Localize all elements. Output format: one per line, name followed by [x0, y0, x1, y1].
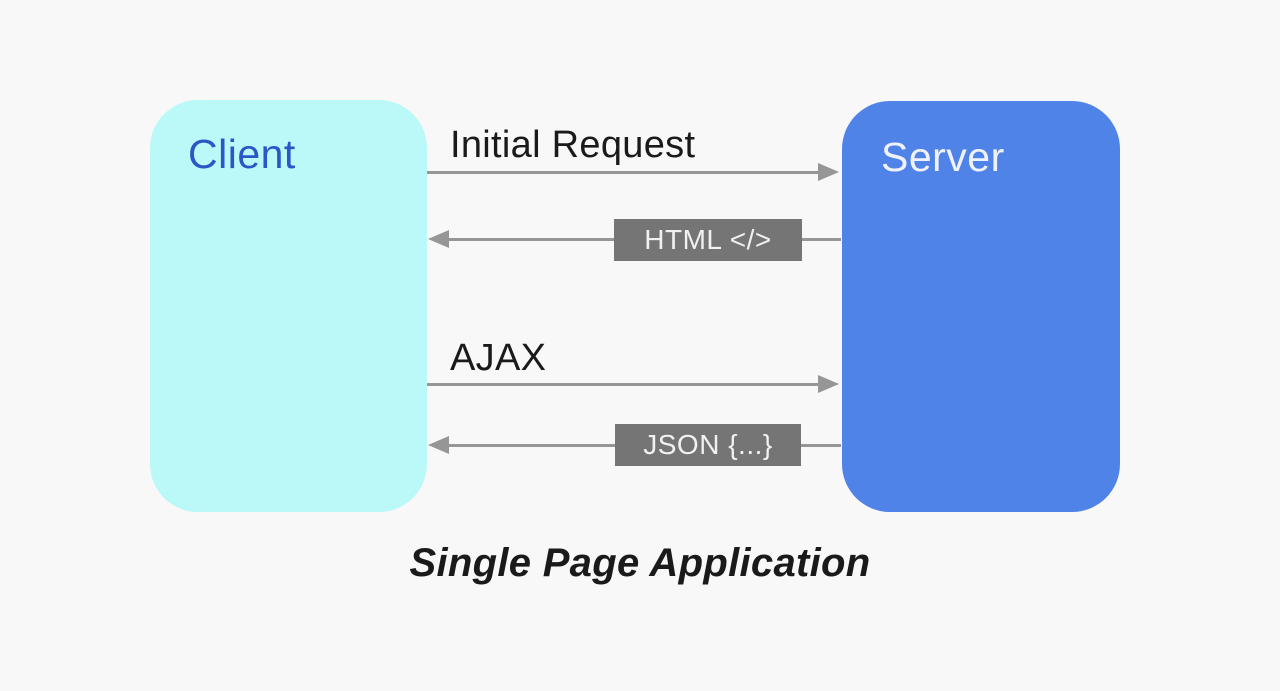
ajax-arrow-line: [427, 383, 821, 386]
initial-request-arrow-line: [427, 171, 821, 174]
json-payload-tag: JSON {...}: [615, 424, 801, 466]
server-box: Server: [842, 101, 1120, 512]
arrowhead-right-icon: [818, 163, 839, 181]
client-box: Client: [150, 100, 427, 512]
initial-request-label: Initial Request: [450, 124, 696, 166]
diagram-title: Single Page Application: [409, 541, 871, 585]
server-label: Server: [881, 134, 1005, 180]
arrowhead-left-icon: [428, 230, 449, 248]
html-payload-tag: HTML </>: [614, 219, 802, 261]
arrowhead-right-icon: [818, 375, 839, 393]
ajax-label: AJAX: [450, 337, 547, 379]
arrowhead-left-icon: [428, 436, 449, 454]
client-label: Client: [188, 131, 296, 177]
